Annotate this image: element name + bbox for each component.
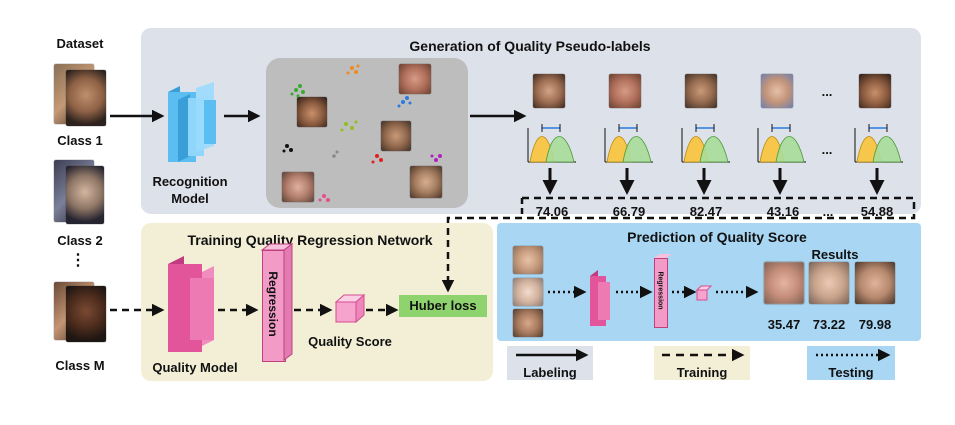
pseudo-score-2: 66.79 <box>612 204 646 219</box>
cluster-face-5 <box>282 172 314 202</box>
prediction-regression-block <box>654 258 668 328</box>
legend-labeling-label: Labeling <box>523 365 577 380</box>
regression-block <box>262 250 286 362</box>
input-face-3 <box>513 309 543 337</box>
legend-training-label: Training <box>676 365 728 380</box>
pseudo-score-4: 43.16 <box>766 204 800 219</box>
quality-score-label: Quality Score <box>308 334 392 349</box>
prediction-model-icon <box>590 254 672 326</box>
dataset-label: Dataset <box>56 36 104 51</box>
quality-score-cube-icon <box>334 293 366 324</box>
cluster-face-3 <box>381 121 411 151</box>
recognition-label-line1: Recognition <box>152 174 228 189</box>
class1-face-image-front <box>66 70 106 126</box>
classm-label: Class M <box>55 358 105 373</box>
prediction-title: Prediction of Quality Score <box>627 229 807 245</box>
distribution-icon-2 <box>604 124 653 163</box>
distribution-icons <box>527 124 903 163</box>
legend-testing-label: Testing <box>828 365 874 380</box>
class1-label: Class 1 <box>57 133 103 148</box>
generation-title: Generation of Quality Pseudo-labels <box>409 38 651 54</box>
cluster-face-2 <box>297 97 327 127</box>
huber-loss-box <box>399 295 487 317</box>
cluster-points <box>282 64 442 202</box>
training-title: Training Quality Regression Network <box>187 232 433 248</box>
distribution-icon-5 <box>854 124 903 163</box>
input-face-2 <box>513 278 543 306</box>
result-score-1: 35.47 <box>767 317 801 332</box>
pseudo-score-dots: ... <box>822 204 834 219</box>
result-score-2: 73.22 <box>812 317 846 332</box>
class2-face-image-front <box>66 166 104 224</box>
cluster-face-1 <box>399 64 431 94</box>
result-face-1 <box>764 262 804 304</box>
recognition-model-icon <box>168 82 216 162</box>
recognition-label-line2: Model <box>171 191 209 206</box>
distribution-icon-4 <box>757 124 806 163</box>
quality-model-label: Quality Model <box>152 360 238 375</box>
pseudo-face-1 <box>533 74 565 108</box>
pseudo-score-1: 74.06 <box>535 204 569 219</box>
result-face-3 <box>855 262 895 304</box>
pseudo-score-5: 54.88 <box>860 204 894 219</box>
pseudo-face-4 <box>761 74 793 108</box>
result-score-3: 79.98 <box>858 317 892 332</box>
pseudo-face-2 <box>609 74 641 108</box>
pseudo-face-3 <box>685 74 717 108</box>
pseudo-dots-mid: ... <box>821 142 833 157</box>
pseudo-face-5 <box>859 74 891 108</box>
results-label: Results <box>811 247 859 262</box>
huber-loss-label: Huber loss <box>409 298 477 313</box>
result-face-2 <box>809 262 849 304</box>
prediction-cube-icon <box>695 285 713 301</box>
prediction-panel <box>497 223 921 341</box>
input-face-1 <box>513 246 543 274</box>
distribution-icon-3 <box>681 124 730 163</box>
pseudo-score-3: 82.47 <box>689 204 723 219</box>
score-down-arrows <box>542 168 885 195</box>
classm-face-image-front <box>66 286 106 342</box>
class2-label: Class 2 <box>57 233 103 248</box>
distribution-icon-1 <box>527 124 576 163</box>
pseudo-dots-top: ... <box>821 84 833 99</box>
quality-model-icon <box>168 256 214 352</box>
cluster-face-4 <box>410 166 442 198</box>
vertical-ellipsis: ⋮ <box>70 252 86 269</box>
